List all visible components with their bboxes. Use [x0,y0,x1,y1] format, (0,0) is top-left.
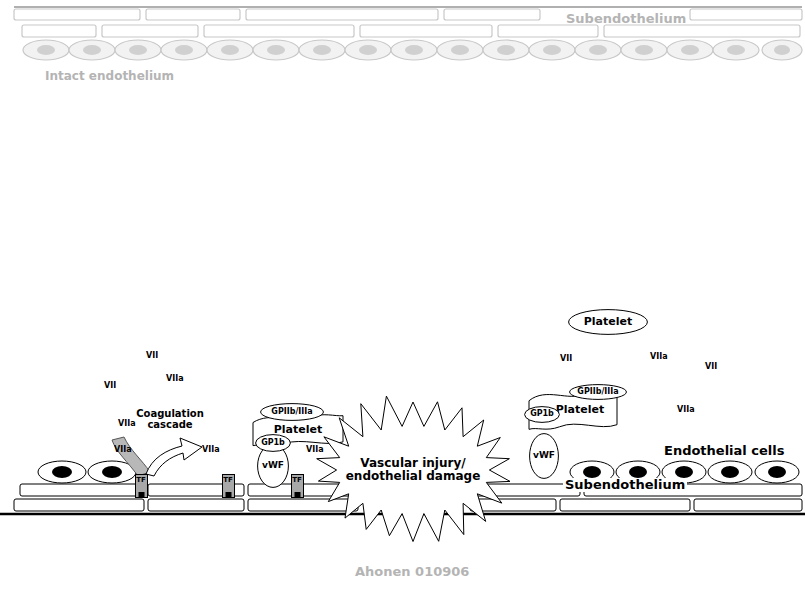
node-text-holder: TF [135,474,148,498]
factor-label: VII [146,352,158,361]
platelet-cell: Platelet [568,309,648,335]
node-text-holder: Platelet [568,309,648,335]
layer-label: Subendothelium [563,478,687,492]
layer-label: Subendothelium [566,12,686,26]
tissue-factor: TF [291,474,304,498]
node-label: Vascular injury/ endothelial damage [338,457,488,483]
node-label: TF [136,477,146,485]
node-text-holder: GPIIb/IIIa [260,403,324,421]
node-text-holder: Vascular injury/ endothelial damage [315,390,511,550]
layer-label: Intact endothelium [45,70,174,83]
node-label: Platelet [584,316,632,328]
factor-label: VIIa [114,446,132,455]
tissue-factor: TF [135,474,148,498]
factor-label: VIIa [118,420,136,429]
structure-label: Endothelial cells [664,444,785,458]
factor-label: VII [560,355,572,364]
watermark: Ahonen 010906 [355,565,469,579]
factor-label: VIIa [677,406,695,415]
node-label: vWF [262,461,284,471]
node-label: Platelet [556,404,604,416]
node-label: vWF [533,451,555,461]
node-label: TF [223,477,233,485]
receptor-ellipse: GP1b [524,406,560,423]
node-label: GP1b [261,439,285,448]
factor-label: VII [104,382,116,391]
factor-label: VII [705,363,717,372]
node-label: GP1b [530,410,554,419]
factor-label: VIIa [202,446,220,455]
receptor-ellipse: GPIIb/IIIa [260,403,324,421]
factor-label: VIIa [650,353,668,362]
factor-label: VIIa [306,446,324,455]
receptor-ellipse: GP1b [255,434,291,452]
vwf-ellipse: vWF [529,433,559,479]
node-label: GPIIb/IIIa [271,408,312,417]
injury-starburst: Vascular injury/ endothelial damage [315,390,511,550]
node-text-holder: GP1b [524,406,560,423]
node-text-holder: vWF [529,433,559,479]
node-text-holder: GPIIb/IIIa [569,384,627,400]
node-text-holder: TF [291,474,304,498]
node-label: GPIIb/IIIa [577,388,618,397]
receptor-ellipse: GPIIb/IIIa [569,384,627,400]
node-label: Platelet [274,424,322,436]
node-text-holder: TF [222,474,235,498]
factor-label: VIIa [166,375,184,384]
tissue-factor: TF [222,474,235,498]
process-label: Coagulation cascade [132,408,208,430]
node-text-holder: GP1b [255,434,291,452]
node-label: TF [292,477,302,485]
